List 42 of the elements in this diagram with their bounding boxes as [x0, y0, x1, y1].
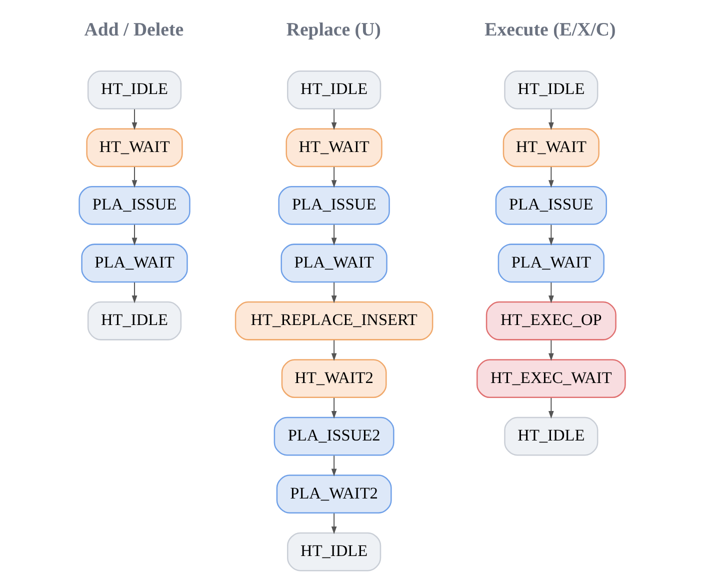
node-box: PLA_ISSUE2 [273, 416, 394, 456]
arrow [548, 167, 554, 188]
node-box: PLA_WAIT [280, 244, 387, 283]
node-box: HT_IDLE [504, 70, 598, 110]
node-box: HT_WAIT [86, 128, 182, 168]
node-box: HT_IDLE [86, 301, 182, 340]
node-box: HT_WAIT [285, 128, 382, 168]
arrow [330, 224, 336, 246]
node-box: HT_IDLE [86, 70, 182, 110]
node-box: PLA_WAIT2 [276, 474, 392, 514]
label: Replace (U) [286, 19, 380, 40]
node-box: HT_WAIT2 [280, 359, 386, 398]
arrow [330, 513, 336, 534]
arrow [330, 398, 336, 419]
label: Add / Delete [84, 19, 184, 40]
arrow [548, 224, 554, 246]
label: Execute (E/X/C) [484, 19, 616, 40]
arrow [548, 282, 554, 304]
node-box: HT_IDLE [286, 70, 381, 110]
node-box: PLA_ISSUE [278, 186, 390, 225]
arrow [131, 224, 137, 246]
arrow [548, 398, 554, 419]
arrow [330, 109, 336, 130]
arrow [131, 282, 137, 304]
node-box: HT_IDLE [286, 532, 381, 572]
arrow [131, 109, 137, 130]
node-box: HT_EXEC_OP [485, 301, 616, 340]
arrow [330, 340, 336, 361]
node-box: HT_EXEC_WAIT [476, 359, 626, 398]
node-box: PLA_ISSUE [78, 186, 190, 225]
arrow [548, 109, 554, 130]
node-box: HT_WAIT [502, 128, 599, 168]
node-box: PLA_ISSUE [494, 186, 607, 225]
node-box: HT_REPLACE_INSERT [234, 301, 433, 340]
node-box: PLA_WAIT [80, 244, 188, 283]
node-box: PLA_WAIT [497, 244, 604, 283]
arrow [330, 456, 336, 476]
arrow [131, 167, 137, 188]
arrow [330, 282, 336, 304]
node-box: HT_IDLE [504, 416, 598, 456]
arrow [330, 167, 336, 188]
arrow [548, 340, 554, 361]
